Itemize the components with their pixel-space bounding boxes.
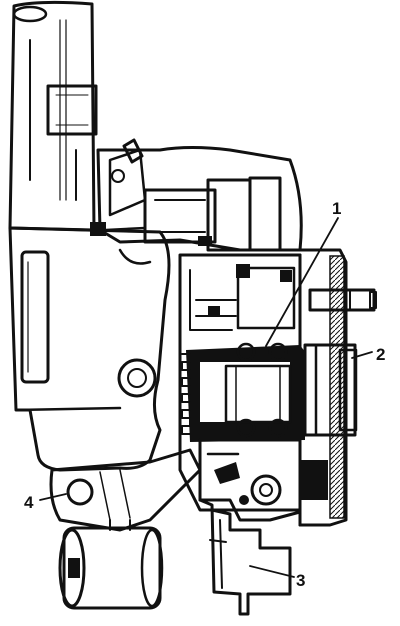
caliper-housing xyxy=(90,138,303,265)
hub-bearing-assembly xyxy=(178,253,305,512)
wheel-hub xyxy=(303,288,377,437)
callout-4: 4 xyxy=(24,493,34,512)
splash-shield xyxy=(198,498,292,616)
lower-arm-bracket xyxy=(49,448,202,532)
callout-3: 3 xyxy=(296,571,305,590)
strut-tube xyxy=(8,0,98,232)
callout-1: 1 xyxy=(332,199,341,218)
leader-lines xyxy=(39,217,373,578)
callout-2: 2 xyxy=(376,345,385,364)
steering-knuckle xyxy=(8,226,171,472)
rubber-bushing xyxy=(58,519,164,610)
lower-caliper xyxy=(198,438,328,522)
